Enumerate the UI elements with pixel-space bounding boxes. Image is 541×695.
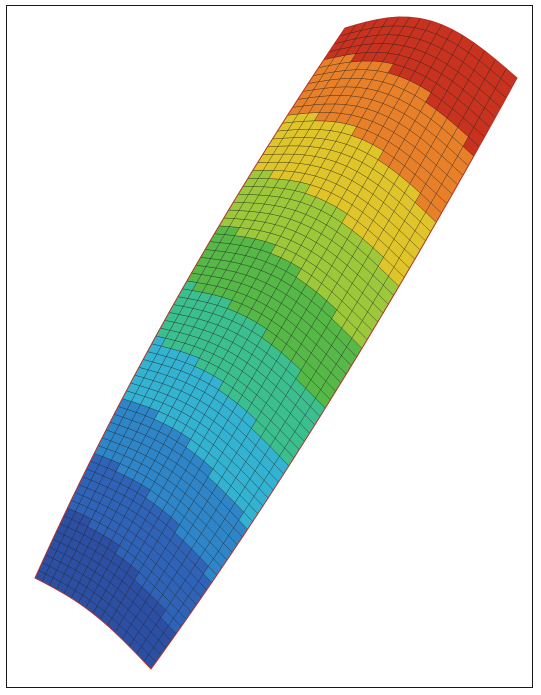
mesh-cells <box>34 16 518 670</box>
figure-frame <box>6 5 533 688</box>
surface-plot-viewport <box>7 6 532 687</box>
deformed-shell-surface <box>34 16 518 670</box>
surface-outline <box>34 16 518 670</box>
